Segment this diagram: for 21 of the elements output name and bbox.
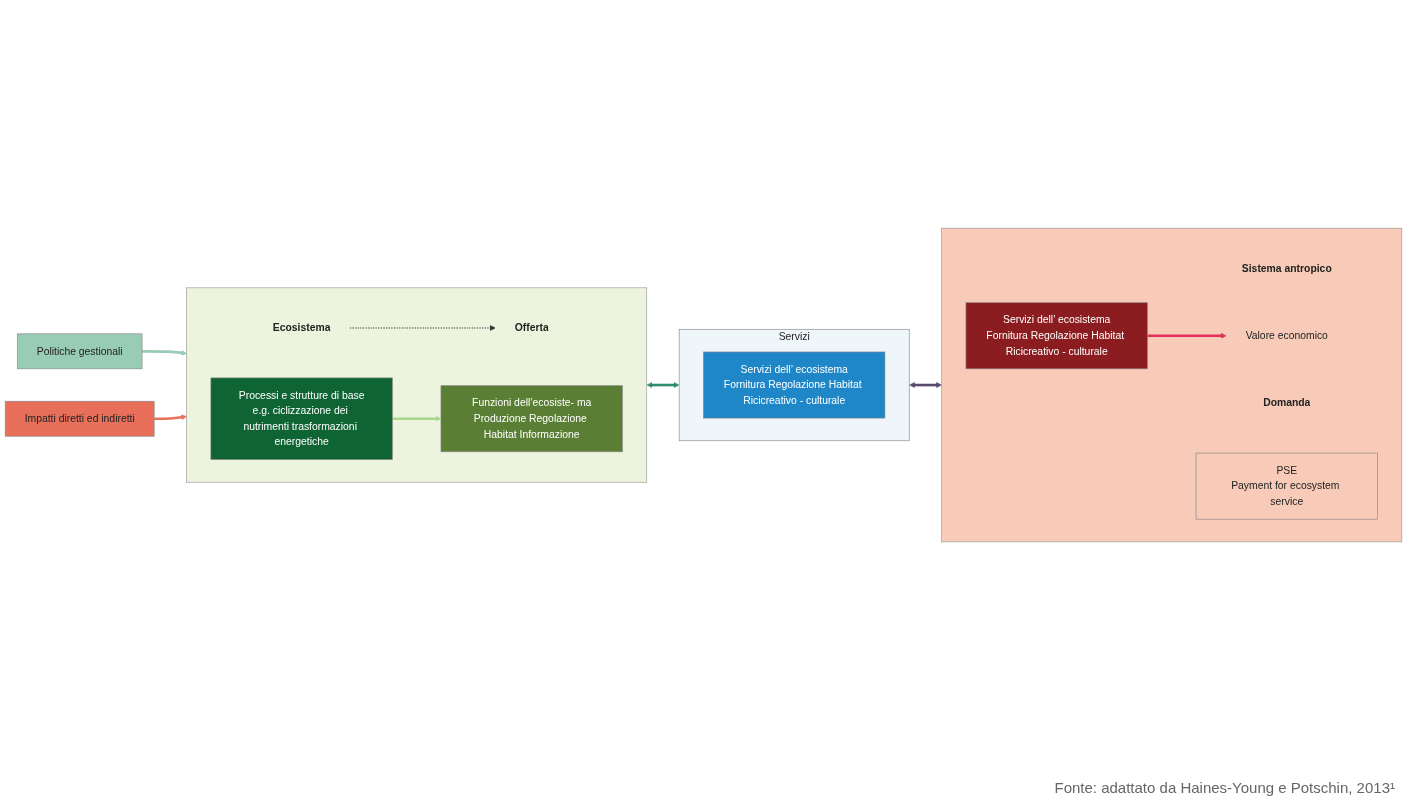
arrow: [154, 414, 187, 420]
node-text: Offerta: [514, 322, 549, 334]
node-text: Ecosistema: [272, 322, 331, 334]
node-box: PSE Payment for ecosystem service: [1195, 452, 1378, 520]
node-text: Valore economico: [1245, 329, 1328, 341]
node-text: Domanda: [1263, 397, 1311, 409]
node-text: Sistema antropico: [1241, 262, 1332, 274]
node-box: Impatti diretti ed indiretti: [4, 400, 155, 437]
caption: Fonte: adattato da Haines-Young e Potschin, 2013¹: [1054, 779, 1395, 796]
arrow: [909, 382, 942, 388]
node-box: Servizi dell’ ecosistema Fornitura Regolazione Habitat Ricicreativo - culturale: [965, 302, 1148, 370]
node-box: Politiche gestionali: [16, 333, 143, 370]
node-box: Funzioni dell’ecosiste- ma Produzione Regolazione Habitat Informazione: [440, 385, 623, 453]
arrow: [142, 350, 187, 356]
node-box: Processi e strutture di base e.g. ciclizzazione dei nutrimenti trasformazioni energetiche: [210, 377, 393, 460]
cluster: [186, 287, 648, 483]
arrow: [392, 415, 442, 422]
arrow: [1147, 332, 1227, 339]
node-box: Servizi dell’ ecosistema Fornitura Regolazione Habitat Ricicreativo - culturale: [703, 351, 886, 419]
cluster: [941, 227, 1403, 543]
arrow: [646, 382, 680, 388]
